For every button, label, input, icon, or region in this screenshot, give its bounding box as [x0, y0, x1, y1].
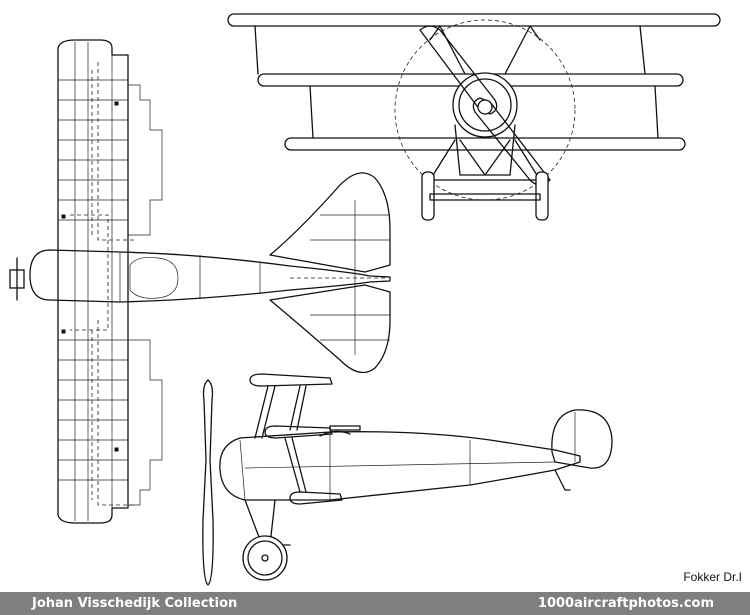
footer-credit: Johan Visschedijk Collection [32, 596, 238, 611]
front-view [227, 13, 721, 221]
plan-view [9, 39, 391, 524]
footer-bar: Johan Visschedijk Collection 1000aircraf… [0, 592, 750, 615]
aircraft-name-caption: Fokker Dr.I [683, 570, 742, 584]
footer-site: 1000aircraftphotos.com [537, 596, 714, 611]
aircraft-three-view-drawing [9, 13, 721, 586]
side-view [202, 373, 613, 586]
